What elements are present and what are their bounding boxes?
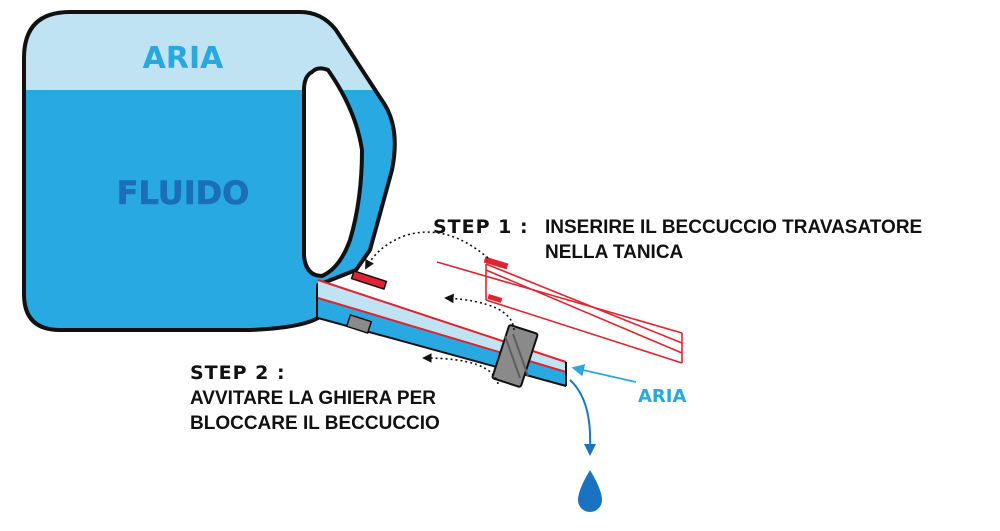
fluid-outflow [569,379,602,512]
step1-line2: NELLA TANICA [545,242,684,263]
step-arrows [365,231,515,385]
neck-clip-top [350,269,388,291]
step2-caption: STEP 2 : AVVITARE LA GHIERA PER BLOCCARE… [190,362,440,434]
neck-clip-bottom [345,313,373,335]
locking-ring [491,324,539,388]
drop-icon [578,470,602,512]
spout-detached [436,256,683,364]
outflow-arrow [569,379,592,449]
air-inlet-arrow [571,364,637,383]
air-inlet: ARIA [571,364,686,407]
tank-handle-hole [302,66,364,278]
arrow-step1-insert [365,231,489,270]
arrow-ring-bottom [422,353,499,385]
air-inlet-label: ARIA [638,386,686,407]
outflow-arrowhead [584,444,596,456]
step1-line1: INSERIRE IL BECCUCCIO TRAVASATORE [545,217,922,238]
step1-title: STEP 1 : [433,216,529,238]
arrow-ring-top [444,293,515,331]
tank-fluid-label: FLUIDO [117,174,250,212]
tank-air-label: ARIA [143,41,224,76]
step2-line2: BLOCCARE IL BECCUCCIO [190,413,440,434]
tank-outline [22,10,397,332]
step2-line1: AVVITARE LA GHIERA PER [190,388,436,409]
tank: ARIA FLUIDO [22,10,397,332]
step2-title: STEP 2 : [190,362,286,384]
step1-caption: STEP 1 : INSERIRE IL BECCUCCIO TRAVASATO… [433,216,922,263]
